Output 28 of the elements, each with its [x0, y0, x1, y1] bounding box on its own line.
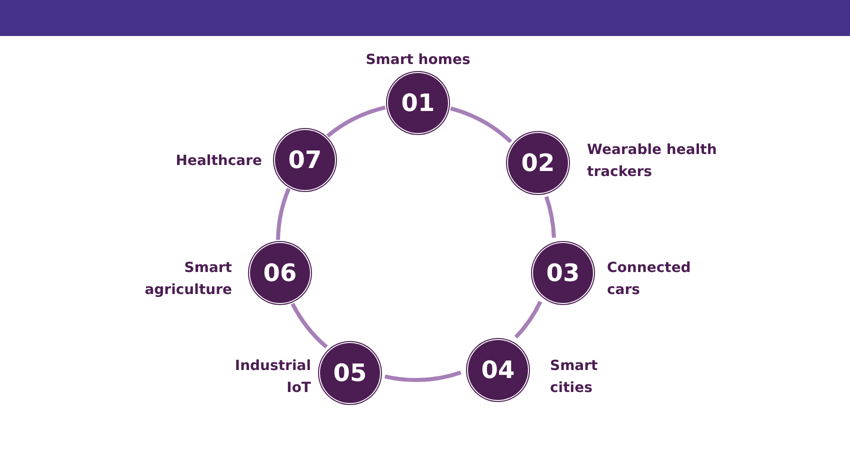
step-number: 03	[546, 261, 580, 285]
ring-arc	[326, 106, 386, 138]
number-circle	[388, 73, 448, 133]
step-label: Healthcare	[174, 152, 262, 171]
step-label: Industrial IoT	[234, 357, 311, 398]
ring-arc	[384, 370, 462, 382]
number-circle	[250, 243, 310, 303]
ring-arc	[544, 196, 556, 238]
number-circle	[275, 130, 335, 190]
step-label: Connected cars	[607, 259, 692, 300]
step-number: 04	[481, 358, 515, 382]
step-number: 07	[288, 148, 322, 172]
ring-arc	[514, 300, 542, 339]
step-number: 06	[263, 261, 297, 285]
step-label: Smart agriculture	[144, 259, 232, 300]
ring-arc	[290, 302, 328, 348]
step-label: Smart cities	[550, 357, 599, 398]
number-circle	[320, 343, 380, 403]
number-circle	[533, 243, 593, 303]
ring-arc	[276, 188, 291, 240]
step-label: Smart homes	[364, 51, 472, 70]
number-circle	[508, 133, 568, 193]
step-number: 01	[401, 91, 435, 115]
step-label: Wearable health trackers	[587, 141, 717, 182]
step-number: 05	[333, 361, 367, 385]
ring-arc	[450, 106, 512, 144]
number-circle	[468, 340, 528, 400]
step-number: 02	[521, 151, 555, 175]
